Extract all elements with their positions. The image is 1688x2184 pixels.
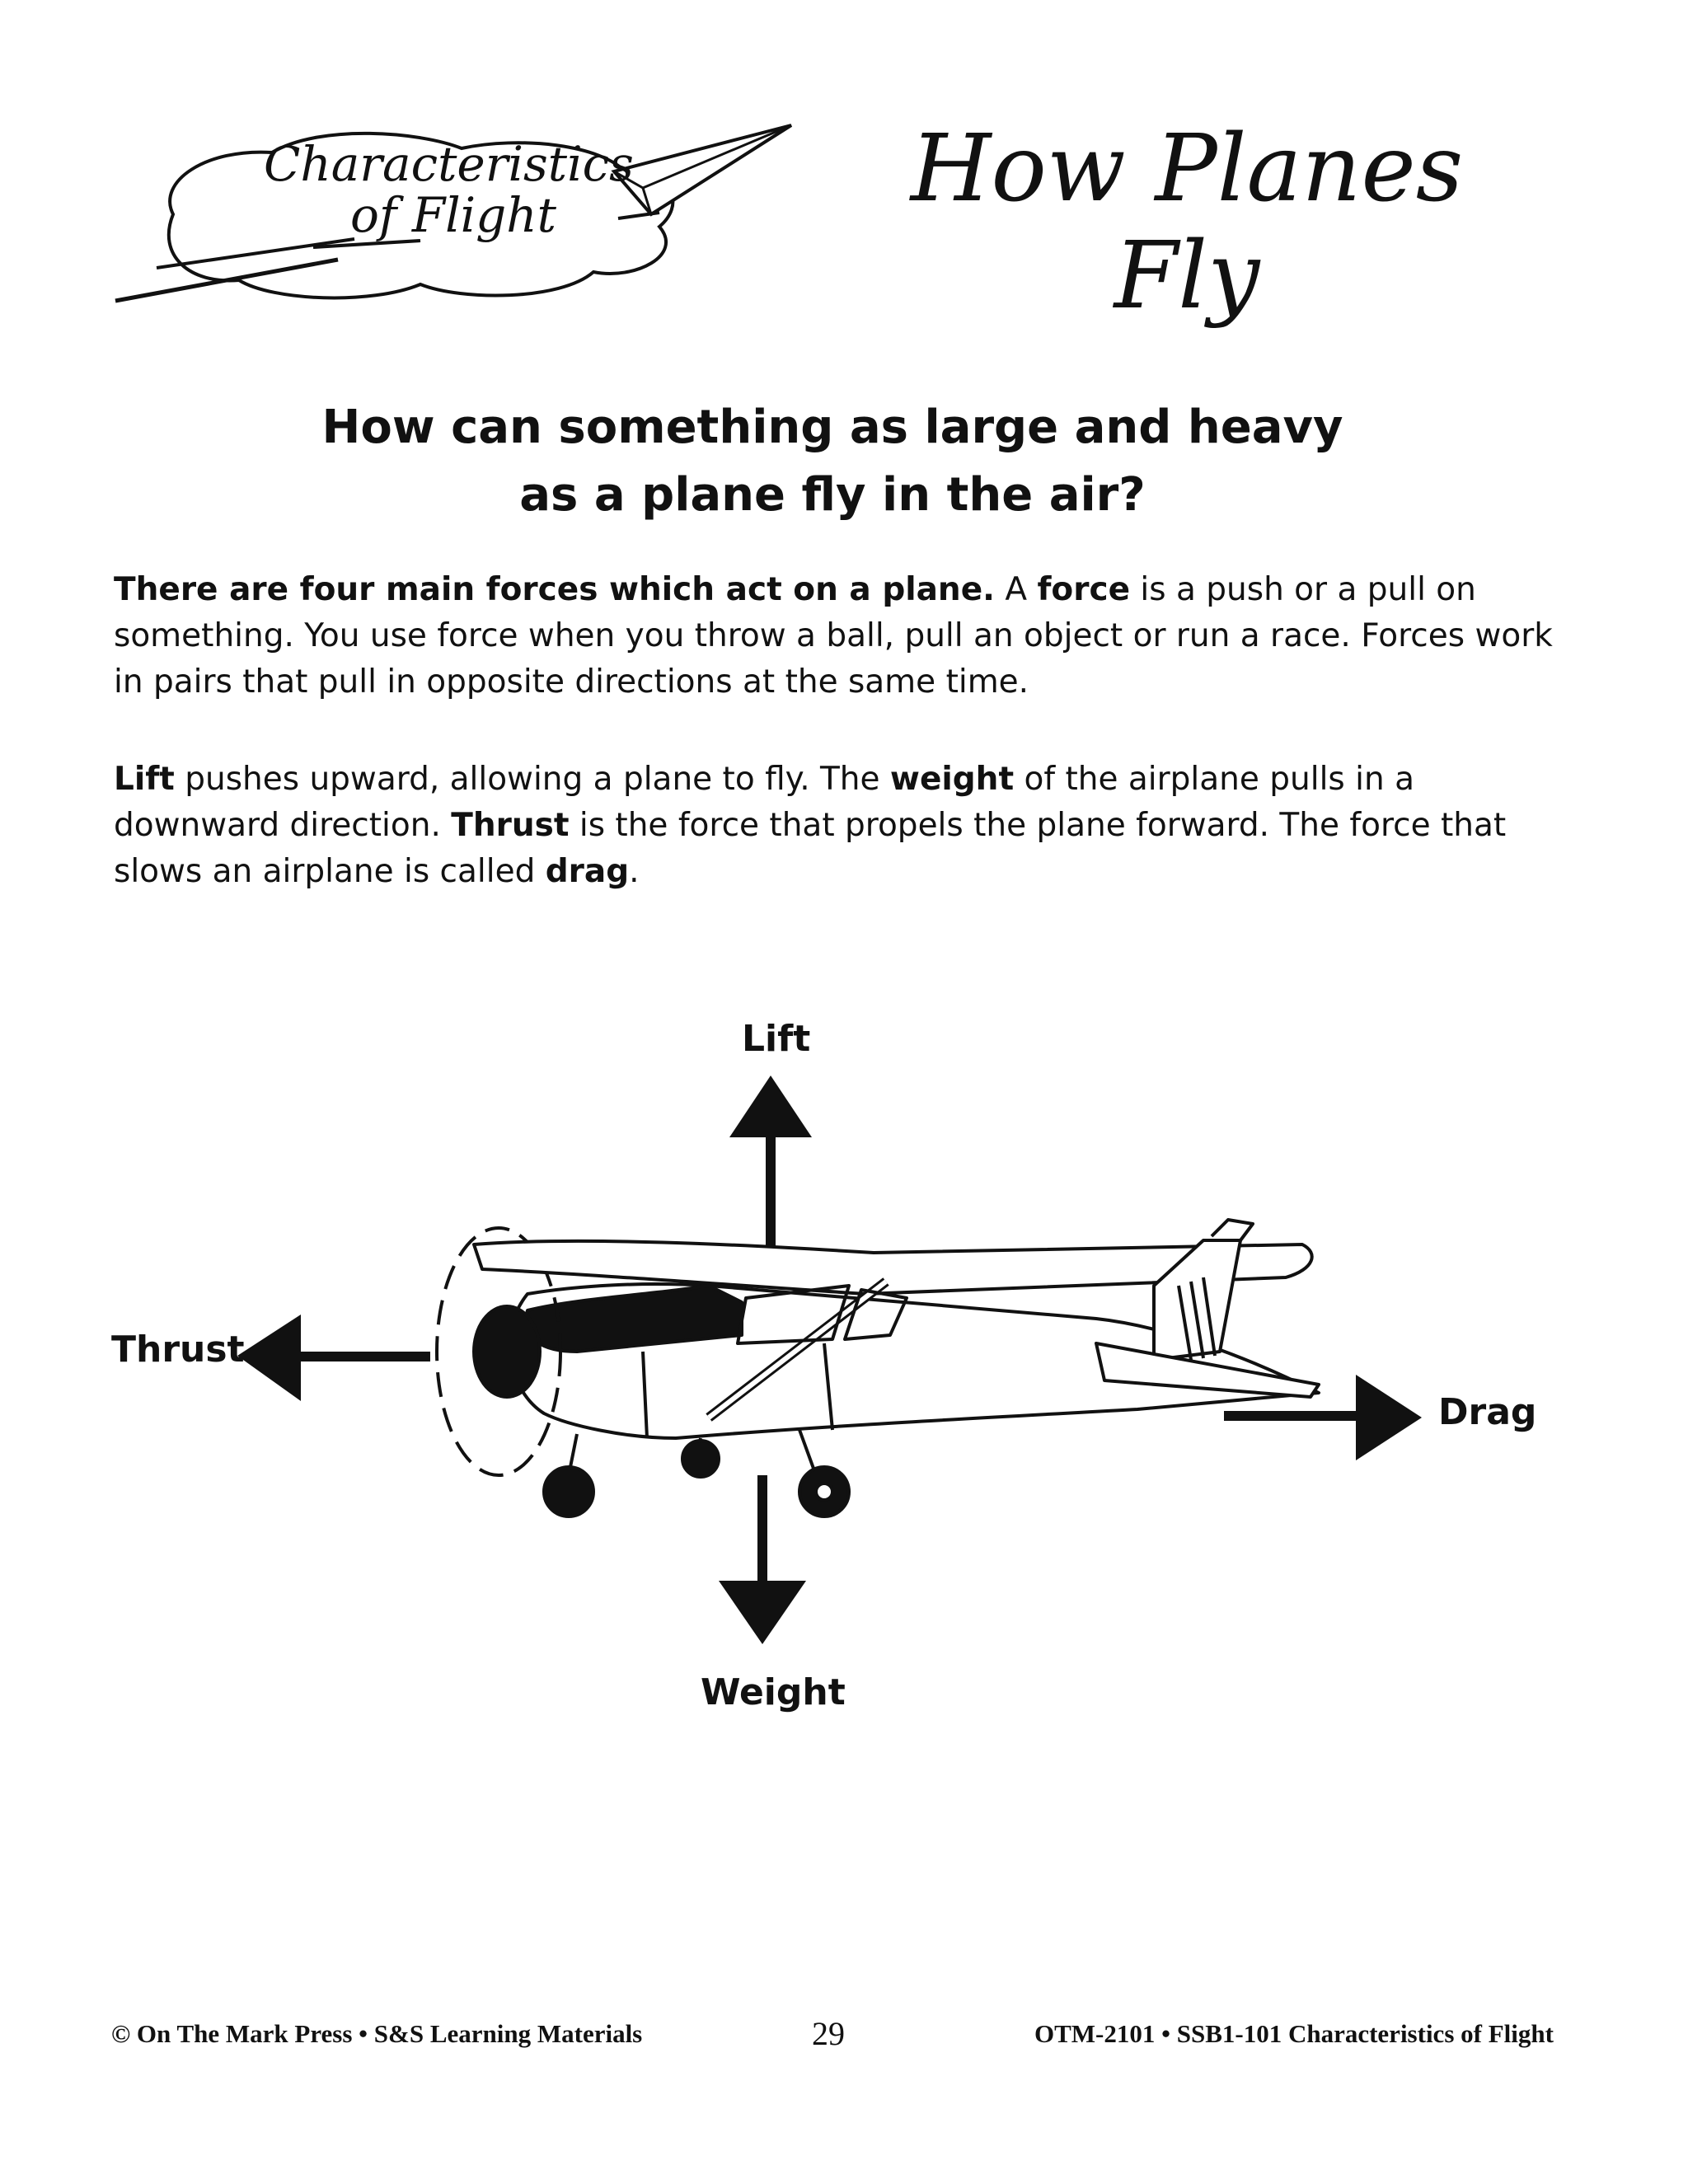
para2-bold-weight: weight [889,761,1015,798]
question-line-2: as a plane fly in the air? [519,468,1146,522]
lift-arrow [729,1076,812,1251]
page-title-line-2: Fly [1114,223,1260,330]
cloud-outline [166,131,675,300]
paper-airplane-icon [611,124,793,217]
para1-bold-intro: There are four main forces which act on … [114,571,995,608]
label-lift: Lift [742,1018,811,1060]
para2-bold-lift: Lift [114,761,175,798]
para2-bold-drag: drag [545,853,630,890]
para2-text-a: pushes upward, allowing a plane to fly. … [174,761,890,798]
label-weight: Weight [701,1671,846,1713]
para2-text-b: of the airplane pulls in a downward dire… [114,761,1414,844]
label-thrust: Thrust [111,1329,245,1371]
page-number: 29 [812,2015,845,2052]
para2-bold-thrust: Thrust [451,807,570,844]
airplane-illustration [435,1218,1320,1518]
para2-text-d: . [629,853,640,890]
para1-bold-force: force [1037,571,1131,608]
para1-text-b: is a push or a pull on something. You us… [114,571,1553,701]
footer-book-code: OTM-2101 • SSB1-101 Characteristics of F… [1034,2019,1554,2048]
paragraph-forces-intro: There are four main forces which act on … [114,567,1581,705]
four-forces-diagram [237,1076,1422,1644]
label-drag: Drag [1438,1391,1537,1433]
footer-publisher: © On The Mark Press • S&S Learning Mater… [111,2019,643,2048]
lead-question: How can something as large and heavy as … [165,394,1500,529]
badge-line-2: of Flight [350,187,556,243]
thrust-arrow [237,1315,430,1401]
badge-line-1: Characteristics [264,136,634,192]
para1-text-a: A [994,571,1038,608]
drag-arrow [1224,1375,1422,1460]
weight-arrow [719,1475,806,1644]
page-title: How Planes Fly [832,115,1541,330]
characteristics-of-flight-badge [115,124,793,303]
para2-text-c: is the force that propels the plane forw… [114,807,1507,890]
page-title-line-1: How Planes [910,115,1464,223]
paragraph-four-forces: Lift pushes upward, allowing a plane to … [114,757,1581,895]
badge-text: Characteristics of Flight [264,138,634,243]
question-line-1: How can something as large and heavy [321,401,1343,454]
